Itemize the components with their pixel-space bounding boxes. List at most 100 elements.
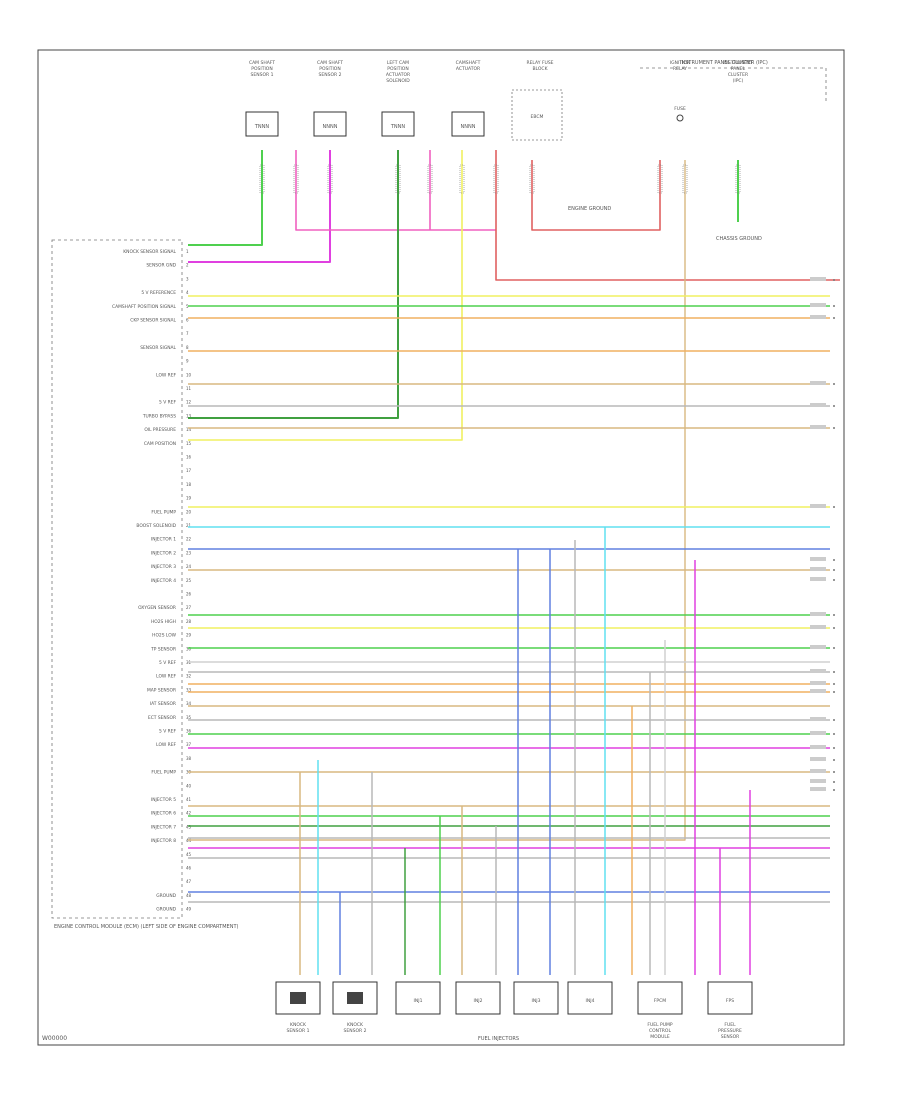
pin-number: 41 — [186, 797, 192, 802]
pin-number: 11 — [186, 386, 192, 391]
top-component-label: POSITION — [387, 66, 408, 72]
top-component-label: INSTRUMENT — [723, 60, 753, 66]
wire-end-point — [833, 683, 835, 685]
connector — [735, 164, 741, 194]
pin-number: 29 — [186, 633, 192, 638]
pin-number: 18 — [186, 482, 192, 487]
fuel-injectors-label: FUEL INJECTORS — [478, 1036, 519, 1042]
top-component-label: CAM SHAFT — [317, 60, 343, 66]
left-pin-label: GROUND — [156, 893, 176, 899]
wire-end-tag — [810, 645, 826, 649]
pin-number: 9 — [186, 359, 189, 364]
wire-end-tag — [810, 669, 826, 673]
bottom-component-code: FPS — [726, 998, 734, 1004]
wire-end-point — [833, 627, 835, 629]
relay-box — [511, 89, 563, 141]
bottom-component-label: SENSOR — [721, 1034, 740, 1040]
wire-end-point — [833, 759, 835, 761]
chassis-ground-label: CHASSIS GROUND — [716, 236, 762, 242]
top-component-label: SENSOR 1 — [251, 72, 274, 78]
left-pin-label: INJECTOR 5 — [151, 797, 176, 803]
pin-number: 26 — [186, 592, 192, 597]
pin-number: 49 — [186, 907, 192, 912]
left-pin-label: INJECTOR 8 — [151, 838, 176, 844]
pin-number: 25 — [186, 578, 192, 583]
top-component-box — [313, 111, 347, 137]
wire-end-tag — [810, 787, 826, 791]
left-pin-label: SENSOR SIGNAL — [140, 345, 176, 351]
top-component-label: LEFT CAM — [387, 60, 409, 66]
pin-number: 19 — [186, 496, 192, 501]
bottom-component-code: FPCM — [654, 998, 666, 1004]
pin-number: 30 — [186, 646, 192, 651]
left-pin-label: IAT SENSOR — [150, 701, 176, 707]
wire-end-tag — [810, 567, 826, 571]
top-component-label: POSITION — [319, 66, 340, 72]
pin-number: 27 — [186, 605, 192, 610]
ipc-label: INSTRUMENT PANEL CLUSTER (IPC) — [680, 60, 768, 66]
wire-end-tag — [810, 381, 826, 385]
left-pin-label: 5 V REF — [159, 400, 176, 406]
top-component-label: CLUSTER — [728, 72, 748, 78]
top-component-code: NNNN — [461, 124, 476, 130]
bottom-component-code: INJ2 — [474, 998, 483, 1004]
bottom-component-box — [455, 981, 501, 1015]
wire-red-relay — [531, 160, 661, 231]
connector — [395, 164, 401, 194]
wire-end-point — [833, 405, 835, 407]
pin-number: 24 — [186, 564, 192, 569]
wire-end-tag — [810, 731, 826, 735]
bottom-component-b3: INJ1 — [395, 981, 441, 1015]
pin-number: 35 — [186, 715, 192, 720]
top-component-label: CAM SHAFT — [249, 60, 275, 66]
wire-end-point — [833, 506, 835, 508]
pin-number: 37 — [186, 742, 192, 747]
wire-magenta-ks — [188, 150, 331, 263]
wire-end-point — [833, 559, 835, 561]
pin-number: 2 — [186, 263, 189, 268]
ipc-box — [640, 67, 827, 102]
left-pin-label: FUEL PUMP — [151, 770, 176, 776]
pin-number: 23 — [186, 550, 192, 555]
wire-end-point — [833, 771, 835, 773]
wire-end-tag — [810, 745, 826, 749]
wire-end-point — [833, 305, 835, 307]
pin-number: 7 — [186, 331, 189, 336]
pin-number: 4 — [186, 290, 189, 295]
top-component-code: NNNN — [323, 124, 338, 130]
bottom-component-label: CONTROL — [649, 1028, 671, 1034]
wire-end-point — [833, 579, 835, 581]
left-pin-label: 5 V REFERENCE — [141, 290, 176, 296]
pin-number: 16 — [186, 455, 192, 460]
engine-ground-label: ENGINE GROUND — [568, 206, 611, 212]
left-pin-label: INJECTOR 7 — [151, 824, 176, 830]
pin-number: 47 — [186, 879, 192, 884]
left-pin-label: ECT SENSOR — [148, 715, 176, 721]
wire-yellow-cam — [188, 150, 463, 441]
pin-number: 32 — [186, 674, 192, 679]
top-component-code: TNNN — [390, 124, 406, 130]
pin-number: 28 — [186, 619, 192, 624]
pin-number: 8 — [186, 345, 189, 350]
bottom-component-label: FUEL — [724, 1022, 736, 1028]
pin-number: 45 — [186, 852, 192, 857]
wire-green-cam — [188, 150, 399, 419]
pin-number: 36 — [186, 729, 192, 734]
pin-number: 38 — [186, 756, 192, 761]
left-pin-label: OXYGEN SENSOR — [138, 605, 176, 611]
bottom-component-box — [637, 981, 683, 1015]
left-pin-label: CAMSHAFT POSITION SIGNAL — [112, 304, 177, 310]
left-pin-label: SENSOR GND — [146, 263, 176, 269]
sensor-element — [347, 992, 363, 1004]
connector — [259, 164, 265, 194]
left-pin-label: INJECTOR 1 — [151, 537, 176, 543]
wire-end-tag — [810, 277, 826, 281]
connector — [657, 164, 663, 194]
